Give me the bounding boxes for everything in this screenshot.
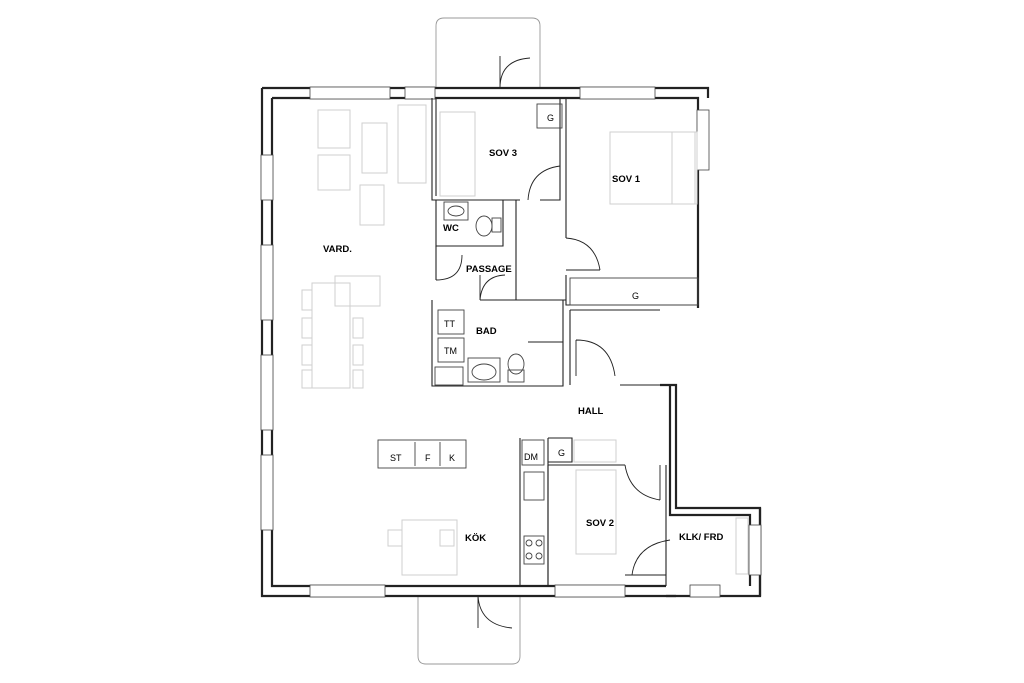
fixtures — [377, 201, 545, 565]
room-label-wc: WC — [443, 223, 459, 234]
room-label-passage: PASSAGE — [466, 264, 512, 275]
fixture-label-g-hall: G — [558, 448, 565, 458]
fixture-label-tt: TT — [444, 319, 455, 329]
fixture-label-f: F — [425, 453, 431, 463]
fixture-label-st: ST — [390, 453, 402, 463]
fixture-label-g-sov1: G — [632, 291, 639, 301]
room-label-klk: KLK/ FRD — [679, 532, 723, 543]
outer-walls — [260, 86, 762, 598]
room-label-sov1: SOV 1 — [612, 174, 641, 185]
fixture-label-tm: TM — [444, 346, 457, 356]
room-label-bad: BAD — [476, 326, 497, 337]
room-label-kok: KÖK — [465, 533, 486, 544]
room-label-vard: VARD. — [323, 244, 352, 255]
doors — [434, 56, 671, 629]
room-label-sov2: SOV 2 — [586, 518, 614, 529]
interior-walls — [431, 98, 750, 586]
balcony-top — [435, 17, 541, 88]
fixture-label-dm: DM — [524, 452, 538, 462]
furniture — [301, 104, 749, 576]
windows — [260, 86, 762, 598]
room-label-hall: HALL — [578, 406, 604, 417]
fixture-label-k: K — [449, 453, 455, 463]
balcony-bottom — [417, 595, 521, 665]
fixture-label-g-sov3: G — [547, 113, 554, 123]
room-label-sov3: SOV 3 — [489, 148, 517, 159]
